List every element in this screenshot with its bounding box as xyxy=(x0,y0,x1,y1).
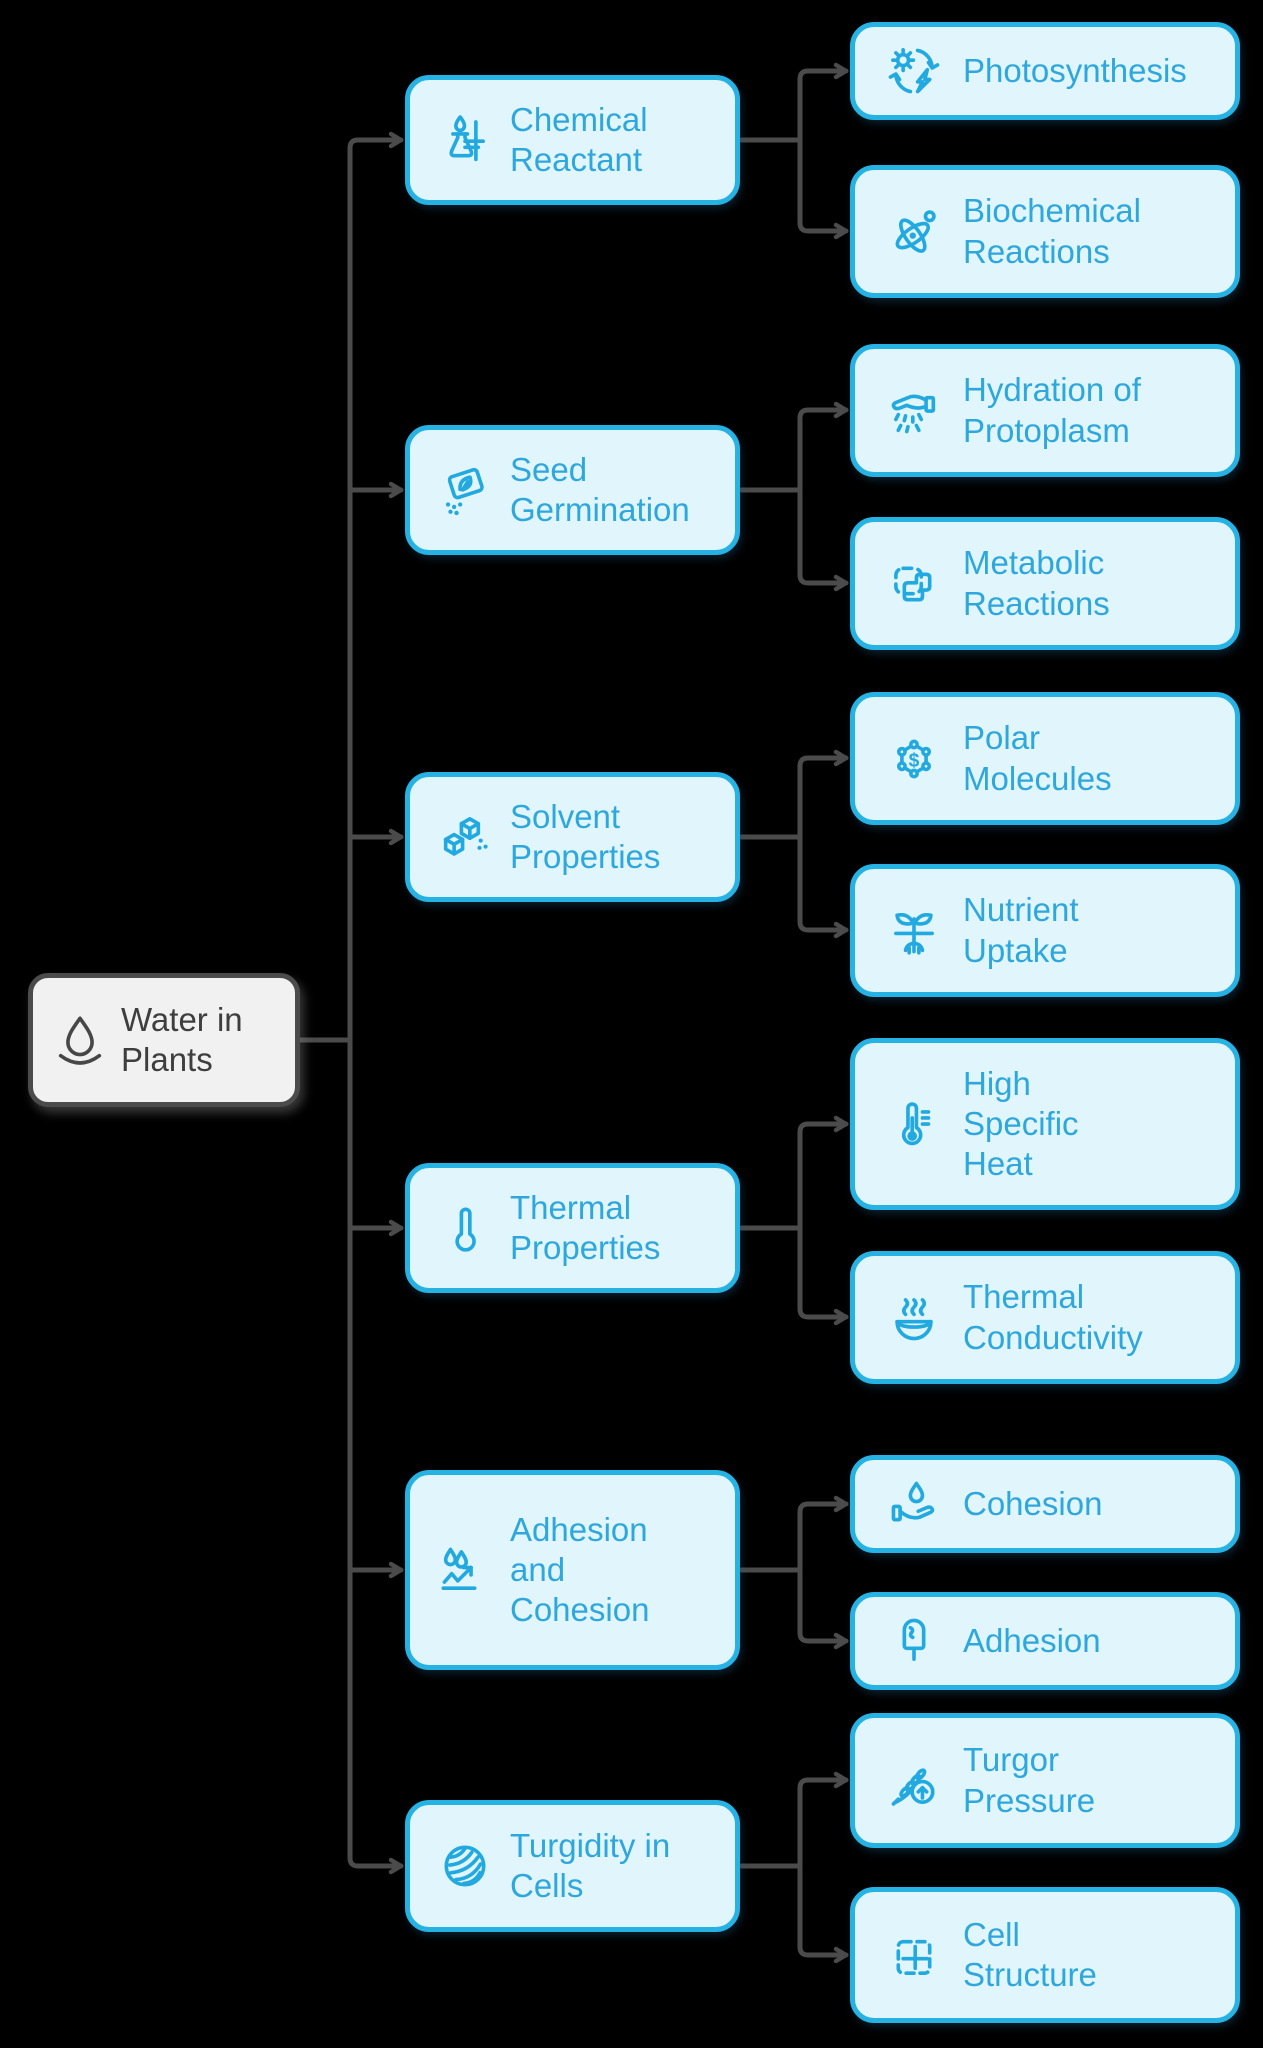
thermometer-icon xyxy=(436,1199,494,1257)
node-nutrient-uptake[interactable]: Nutrient Uptake xyxy=(850,864,1240,997)
transform-shape-icon xyxy=(885,555,943,613)
node-label: Turgor Pressure xyxy=(963,1741,1096,1819)
node-polar-molecules[interactable]: $ Polar Molecules xyxy=(850,692,1240,825)
node-biochemical-reactions[interactable]: Biochemical Reactions xyxy=(850,165,1240,298)
node-hydration-of-protoplasm[interactable]: Hydration of Protoplasm xyxy=(850,344,1240,477)
molecule-hexagon-icon: $ xyxy=(885,730,943,788)
node-label: Adhesion and Cohesion xyxy=(510,1510,650,1629)
node-photosynthesis[interactable]: Photosynthesis xyxy=(850,22,1240,120)
sun-energy-cycle-icon xyxy=(885,42,943,100)
node-solvent-properties[interactable]: Solvent Properties xyxy=(405,772,740,902)
node-seed-germination[interactable]: Seed Germination xyxy=(405,425,740,555)
steaming-bowl-icon xyxy=(885,1289,943,1347)
node-label: High Specific Heat xyxy=(963,1064,1079,1183)
node-metabolic-reactions[interactable]: Metabolic Reactions xyxy=(850,517,1240,650)
node-label: Nutrient Uptake xyxy=(963,891,1079,969)
node-cell-structure[interactable]: Cell Structure xyxy=(850,1887,1240,2023)
svg-text:$: $ xyxy=(909,750,920,771)
bunsen-burner-icon xyxy=(436,111,494,169)
node-adhesion-and-cohesion[interactable]: Adhesion and Cohesion xyxy=(405,1470,740,1670)
node-label: Seed Germination xyxy=(510,450,690,528)
hand-sprinkle-icon xyxy=(885,382,943,440)
node-label: Cell Structure xyxy=(963,1915,1097,1993)
node-label: Chemical Reactant xyxy=(510,100,648,178)
node-label: Thermal Conductivity xyxy=(963,1278,1143,1356)
node-cohesion[interactable]: Cohesion xyxy=(850,1455,1240,1553)
dissolving-cubes-icon xyxy=(436,808,494,866)
node-thermal-conductivity[interactable]: Thermal Conductivity xyxy=(850,1251,1240,1384)
wheat-growth-icon xyxy=(885,1752,943,1810)
node-thermal-properties[interactable]: Thermal Properties xyxy=(405,1163,740,1293)
node-water-in-plants[interactable]: Water in Plants xyxy=(28,973,300,1107)
node-label: Adhesion xyxy=(963,1621,1101,1659)
node-label: Biochemical Reactions xyxy=(963,192,1141,270)
node-label: Photosynthesis xyxy=(963,51,1187,89)
plant-roots-icon xyxy=(885,902,943,960)
striped-ball-icon xyxy=(436,1837,494,1895)
node-label: Thermal Properties xyxy=(510,1188,661,1266)
node-label: Cohesion xyxy=(963,1484,1103,1522)
atom-icon xyxy=(885,203,943,261)
node-label: Solvent Properties xyxy=(510,797,661,875)
seed-packet-icon xyxy=(436,461,494,519)
node-label: Water in Plants xyxy=(121,1000,243,1078)
hand-droplet-icon xyxy=(885,1475,943,1533)
cell-grid-icon xyxy=(885,1926,943,1984)
node-adhesion[interactable]: Adhesion xyxy=(850,1592,1240,1690)
droplets-surface-icon xyxy=(436,1541,494,1599)
node-label: Turgidity in Cells xyxy=(510,1826,671,1904)
node-turgor-pressure[interactable]: Turgor Pressure xyxy=(850,1713,1240,1848)
node-label: Metabolic Reactions xyxy=(963,544,1110,622)
node-high-specific-heat[interactable]: High Specific Heat xyxy=(850,1038,1240,1210)
node-label: Hydration of Protoplasm xyxy=(963,371,1141,449)
node-chemical-reactant[interactable]: Chemical Reactant xyxy=(405,75,740,205)
node-label: Polar Molecules xyxy=(963,719,1112,797)
node-turgidity-in-cells[interactable]: Turgidity in Cells xyxy=(405,1800,740,1932)
popsicle-icon xyxy=(885,1612,943,1670)
thermometer-scale-icon xyxy=(885,1095,943,1153)
water-drop-icon xyxy=(51,1011,109,1069)
